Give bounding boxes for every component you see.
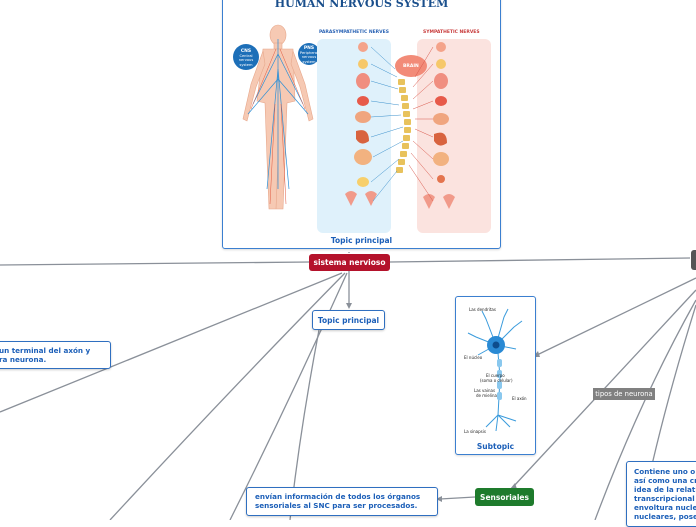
nucleus-label: El núcleo: [464, 355, 483, 360]
main-topic-label: Topic principal: [317, 315, 380, 325]
myelin-label: Las vainas: [474, 388, 496, 393]
infographic-illustration: [233, 24, 491, 233]
synapse-note-line-2: ra neurona.: [0, 355, 47, 364]
sensory-description[interactable]: envían información de todos los órganos …: [246, 487, 438, 516]
pns-badge: PNS Peripheral nervous system: [299, 46, 319, 64]
pns-abbr: PNS: [303, 46, 315, 51]
parasympathetic-label: PARASYMPATHETIC NERVES: [319, 30, 389, 35]
central-topic-label: sistema nervioso: [313, 258, 386, 267]
cell-body-label: El cuerpo: [486, 373, 505, 378]
pns-text: Peripheral nervous system: [299, 51, 319, 64]
neuron-card-caption: Subtopic: [476, 442, 515, 451]
cell-body-label-2: (soma o celular): [480, 378, 513, 383]
sensory-description-line-2: sensoriales al SNC para ser procesados.: [255, 501, 418, 510]
synapse-note-line-1: un terminal del axón y: [0, 346, 91, 355]
sensory-description-line-1: envían información de todos los órganos: [255, 492, 421, 501]
nucleus-description[interactable]: Contiene uno o así como una cr idea de l…: [626, 461, 696, 527]
nucleus-description-line-4: transcripcional: [634, 494, 695, 503]
neuron-image-card[interactable]: Las dendritas El núcleo El cuerpo (soma …: [455, 296, 536, 455]
cns-abbr: CNS: [240, 49, 252, 54]
nucleus-description-line-1: Contiene uno o: [634, 467, 696, 476]
nucleus-description-line-6: nucleares, pose: [634, 512, 696, 521]
nervous-system-image-card[interactable]: HUMAN NERVOUS SYSTEM: [222, 0, 501, 249]
infographic-title: HUMAN NERVOUS SYSTEM: [274, 0, 449, 10]
main-topic-node[interactable]: Topic principal: [312, 310, 385, 330]
neuron-types-text: tipos de neurona: [595, 390, 653, 398]
neuron-types-label[interactable]: tipos de neurona: [593, 388, 655, 400]
myelin-label-2: de mielina: [476, 393, 497, 398]
axon-label: El axón: [512, 396, 527, 401]
synapse-label: La sinapsis: [464, 429, 486, 434]
nucleus-description-line-5: envoltura nucle: [634, 503, 696, 512]
sensory-node[interactable]: Sensoriales: [475, 488, 534, 506]
brain-label: BRAIN: [403, 64, 419, 69]
neuron-illustration: [467, 308, 523, 432]
cns-badge: CNS Central nervous system: [235, 49, 257, 67]
sensory-label: Sensoriales: [480, 492, 529, 502]
cns-text: Central nervous system: [238, 54, 254, 67]
sympathetic-label: SYMPATHETIC NERVES: [423, 30, 480, 35]
central-topic[interactable]: sistema nervioso: [309, 254, 390, 271]
nucleus-description-line-3: idea de la relati: [634, 485, 696, 494]
image-card-caption: Topic principal: [330, 236, 393, 245]
dendrites-label: Las dendritas: [469, 307, 496, 312]
synapse-note[interactable]: un terminal del axón y ra neurona.: [0, 341, 111, 369]
nucleus-description-line-2: así como una cr: [634, 476, 696, 485]
